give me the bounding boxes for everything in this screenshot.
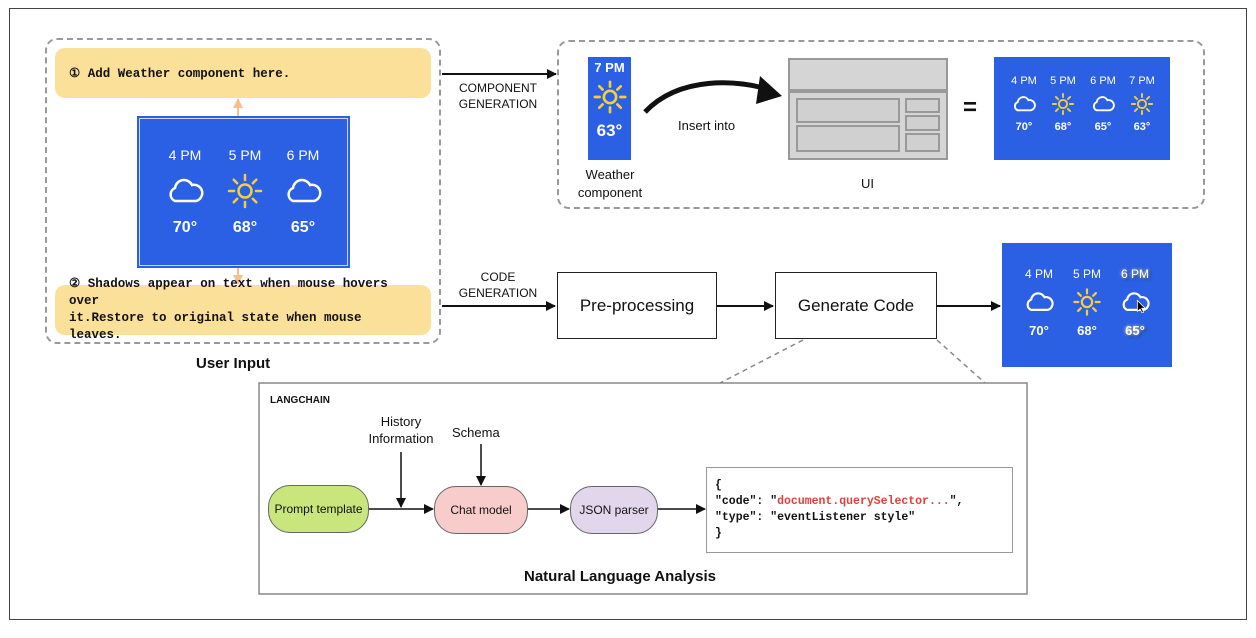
- weather-time: 7 PM: [1129, 75, 1155, 87]
- outer-frame: [9, 8, 1247, 620]
- label-line: History: [380, 414, 422, 429]
- code-line-highlight: document.querySelector...: [777, 495, 950, 508]
- label-line: GENERATION: [458, 286, 538, 300]
- label-line: GENERATION: [458, 97, 538, 111]
- weather-time: 5 PM: [228, 147, 262, 163]
- weather-temp: 63°: [1133, 121, 1151, 133]
- code-line: }: [715, 527, 722, 540]
- code-generation-label: CODE GENERATION: [448, 269, 548, 301]
- weather-temp: 70°: [1029, 323, 1049, 338]
- label-line: COMPONENT: [459, 81, 537, 95]
- weather-time: 5 PM: [1050, 75, 1076, 87]
- weather-component-label: Weather component: [560, 166, 660, 202]
- user-input-caption: User Input: [196, 355, 271, 372]
- prompt-template-node: Prompt template: [268, 485, 369, 533]
- weather-col-4pm: 4 PM 70°: [162, 147, 208, 237]
- note-shadows: ② Shadows appear on text when mouse hove…: [55, 277, 431, 342]
- weather-component: 7 PM 63°: [588, 57, 631, 160]
- code-line: {: [715, 479, 722, 492]
- weather-time: 5 PM: [1072, 267, 1101, 281]
- sun-icon: [1051, 92, 1075, 116]
- weather-col-4pm: 4 PM 70°: [1020, 267, 1058, 338]
- weather-col-5pm: 5 PM 68°: [222, 147, 268, 237]
- sun-icon: [227, 173, 263, 209]
- sun-icon: [593, 80, 626, 114]
- note-shadows-line1: ② Shadows appear on text when mouse hove…: [69, 277, 388, 308]
- result-weather-widget: 4 PM 70° 5 PM 68° 6 PM 65° 7 PM 63°: [994, 57, 1170, 160]
- note-add-weather: ① Add Weather component here.: [55, 48, 431, 98]
- input-weather-widget: 4 PM 70° 5 PM 68° 6 PM 65°: [137, 116, 350, 268]
- preprocessing-box: Pre-processing: [557, 272, 717, 339]
- natural-language-analysis-caption: Natural Language Analysis: [524, 568, 716, 585]
- cloud-icon: [287, 178, 322, 203]
- weather-time: 6 PM: [1120, 267, 1149, 281]
- insert-curve-arrow: [643, 80, 771, 114]
- weather-temp: 65°: [1125, 323, 1145, 338]
- weather-col-6pm: 6 PM 65°: [280, 147, 326, 237]
- sun-icon: [1130, 92, 1154, 116]
- weather-col-6pm-hovered: 6 PM 65°: [1116, 267, 1154, 338]
- weather-time: 4 PM: [168, 147, 202, 163]
- label-line: CODE: [480, 270, 516, 284]
- code-line: "code": ": [715, 495, 778, 508]
- history-information-label: History Information: [356, 413, 446, 447]
- component-generation-label: COMPONENT GENERATION: [448, 80, 548, 112]
- schema-label: Schema: [452, 425, 500, 440]
- weather-temp: 70°: [172, 219, 198, 236]
- weather-col-6pm: 6 PM 65°: [1087, 75, 1119, 133]
- chat-model-node: Chat model: [434, 486, 528, 534]
- cloud-icon: [1122, 292, 1150, 313]
- code-line: "type": "eventListener style": [715, 511, 916, 524]
- json-parser-node: JSON parser: [570, 486, 658, 534]
- label-line: component: [577, 185, 643, 200]
- note-shadows-line2: it.Restore to original state when mouse …: [69, 311, 362, 342]
- langchain-title: LANGCHAIN: [270, 395, 330, 406]
- cloud-icon: [1026, 292, 1054, 311]
- weather-temp: 68°: [1077, 323, 1097, 338]
- equals-sign: =: [963, 94, 978, 121]
- weather-temp: 68°: [1054, 121, 1072, 133]
- code-result-weather-widget: 4 PM 70° 5 PM 68° 6 PM 65°: [1002, 243, 1172, 367]
- cloud-icon: [1014, 96, 1036, 112]
- note-add-weather-text: ① Add Weather component here.: [69, 67, 291, 81]
- weather-time: 6 PM: [1090, 75, 1116, 87]
- weather-time: 4 PM: [1024, 267, 1053, 281]
- insert-into-label: Insert into: [678, 118, 736, 133]
- zoom-line-right: [936, 339, 986, 384]
- component-generation-container: [557, 40, 1205, 209]
- weather-time: 6 PM: [286, 147, 320, 163]
- weather-col-5pm: 5 PM 68°: [1068, 267, 1106, 338]
- cloud-icon: [169, 178, 204, 203]
- weather-time: 4 PM: [1011, 75, 1037, 87]
- code-line: ",: [949, 495, 964, 508]
- user-input-container: [45, 38, 441, 344]
- weather-temp: 68°: [232, 219, 258, 236]
- weather-temp: 70°: [1015, 121, 1033, 133]
- weather-time: 7 PM: [594, 60, 625, 75]
- label-line: Information: [368, 431, 434, 446]
- sun-icon: [1073, 288, 1101, 316]
- label-line: Weather: [585, 167, 635, 182]
- weather-col-7pm: 7 PM 63°: [1126, 75, 1158, 133]
- json-output-box: { "code": "document.querySelector...", "…: [706, 467, 1013, 553]
- generate-code-box: Generate Code: [775, 272, 937, 339]
- weather-temp: 65°: [290, 219, 316, 236]
- weather-temp: 63°: [596, 121, 623, 140]
- weather-col-5pm: 5 PM 68°: [1047, 75, 1079, 133]
- weather-temp: 65°: [1094, 121, 1112, 133]
- ui-label: UI: [861, 176, 874, 191]
- langchain-box: [258, 382, 1028, 595]
- weather-col-7pm: 7 PM 63°: [588, 60, 631, 141]
- cloud-icon: [1093, 96, 1115, 112]
- ui-wireframe: [788, 58, 948, 160]
- weather-col-4pm: 4 PM 70°: [1008, 75, 1040, 133]
- zoom-line-left: [719, 339, 804, 384]
